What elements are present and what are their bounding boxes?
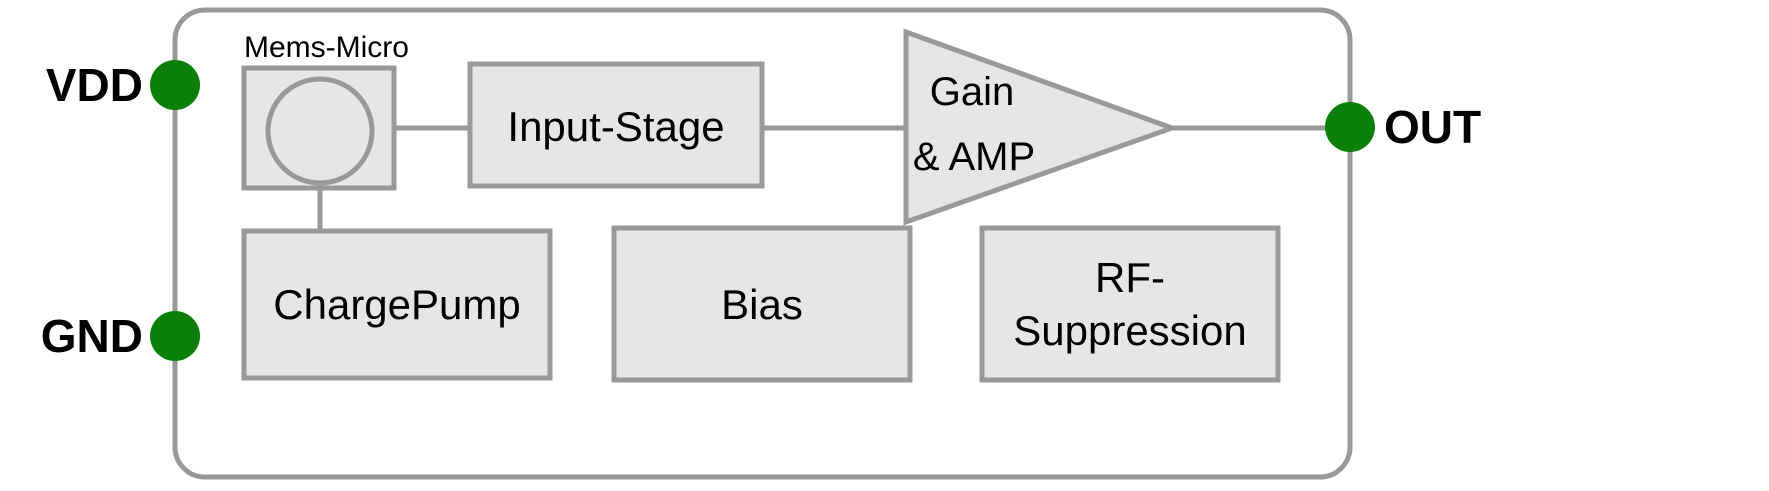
node-out[interactable] [1325,102,1375,152]
input-stage-label: Input-Stage [507,103,724,150]
input-stage-body [467,61,765,189]
charge-pump-body [241,228,553,381]
rf-suppression-label-line2: Suppression [1013,307,1246,354]
rf-suppression-label-line1: RF- [1095,254,1165,301]
node-vdd[interactable] [150,60,200,110]
bias-label: Bias [721,281,803,328]
chip-outline [172,7,1353,480]
pin-label-gnd: GND [41,310,143,362]
mems-micro-label: Mems-Micro [244,31,409,64]
bias-body [611,225,913,383]
gain-amp-label-line2: & AMP [913,135,1035,179]
rf-suppression-body [979,225,1281,383]
block-bias[interactable]: Bias [611,225,913,383]
pin-label-vdd: VDD [46,59,143,111]
block-input-stage[interactable]: Input-Stage [467,61,765,189]
gain-amp-triangle [903,28,1180,226]
block-mems-micro[interactable] [241,65,397,191]
mems-micro-membrane-icon [265,76,375,186]
block-gain-amp[interactable]: Gain & AMP [903,28,1180,226]
block-charge-pump[interactable]: ChargePump [241,228,553,381]
gain-amp-label-line1: Gain [930,70,1015,114]
pin-label-out: OUT [1384,101,1481,153]
charge-pump-label: ChargePump [273,281,520,328]
block-rf-suppression[interactable]: RF- Suppression [979,225,1281,383]
node-gnd[interactable] [150,311,200,361]
